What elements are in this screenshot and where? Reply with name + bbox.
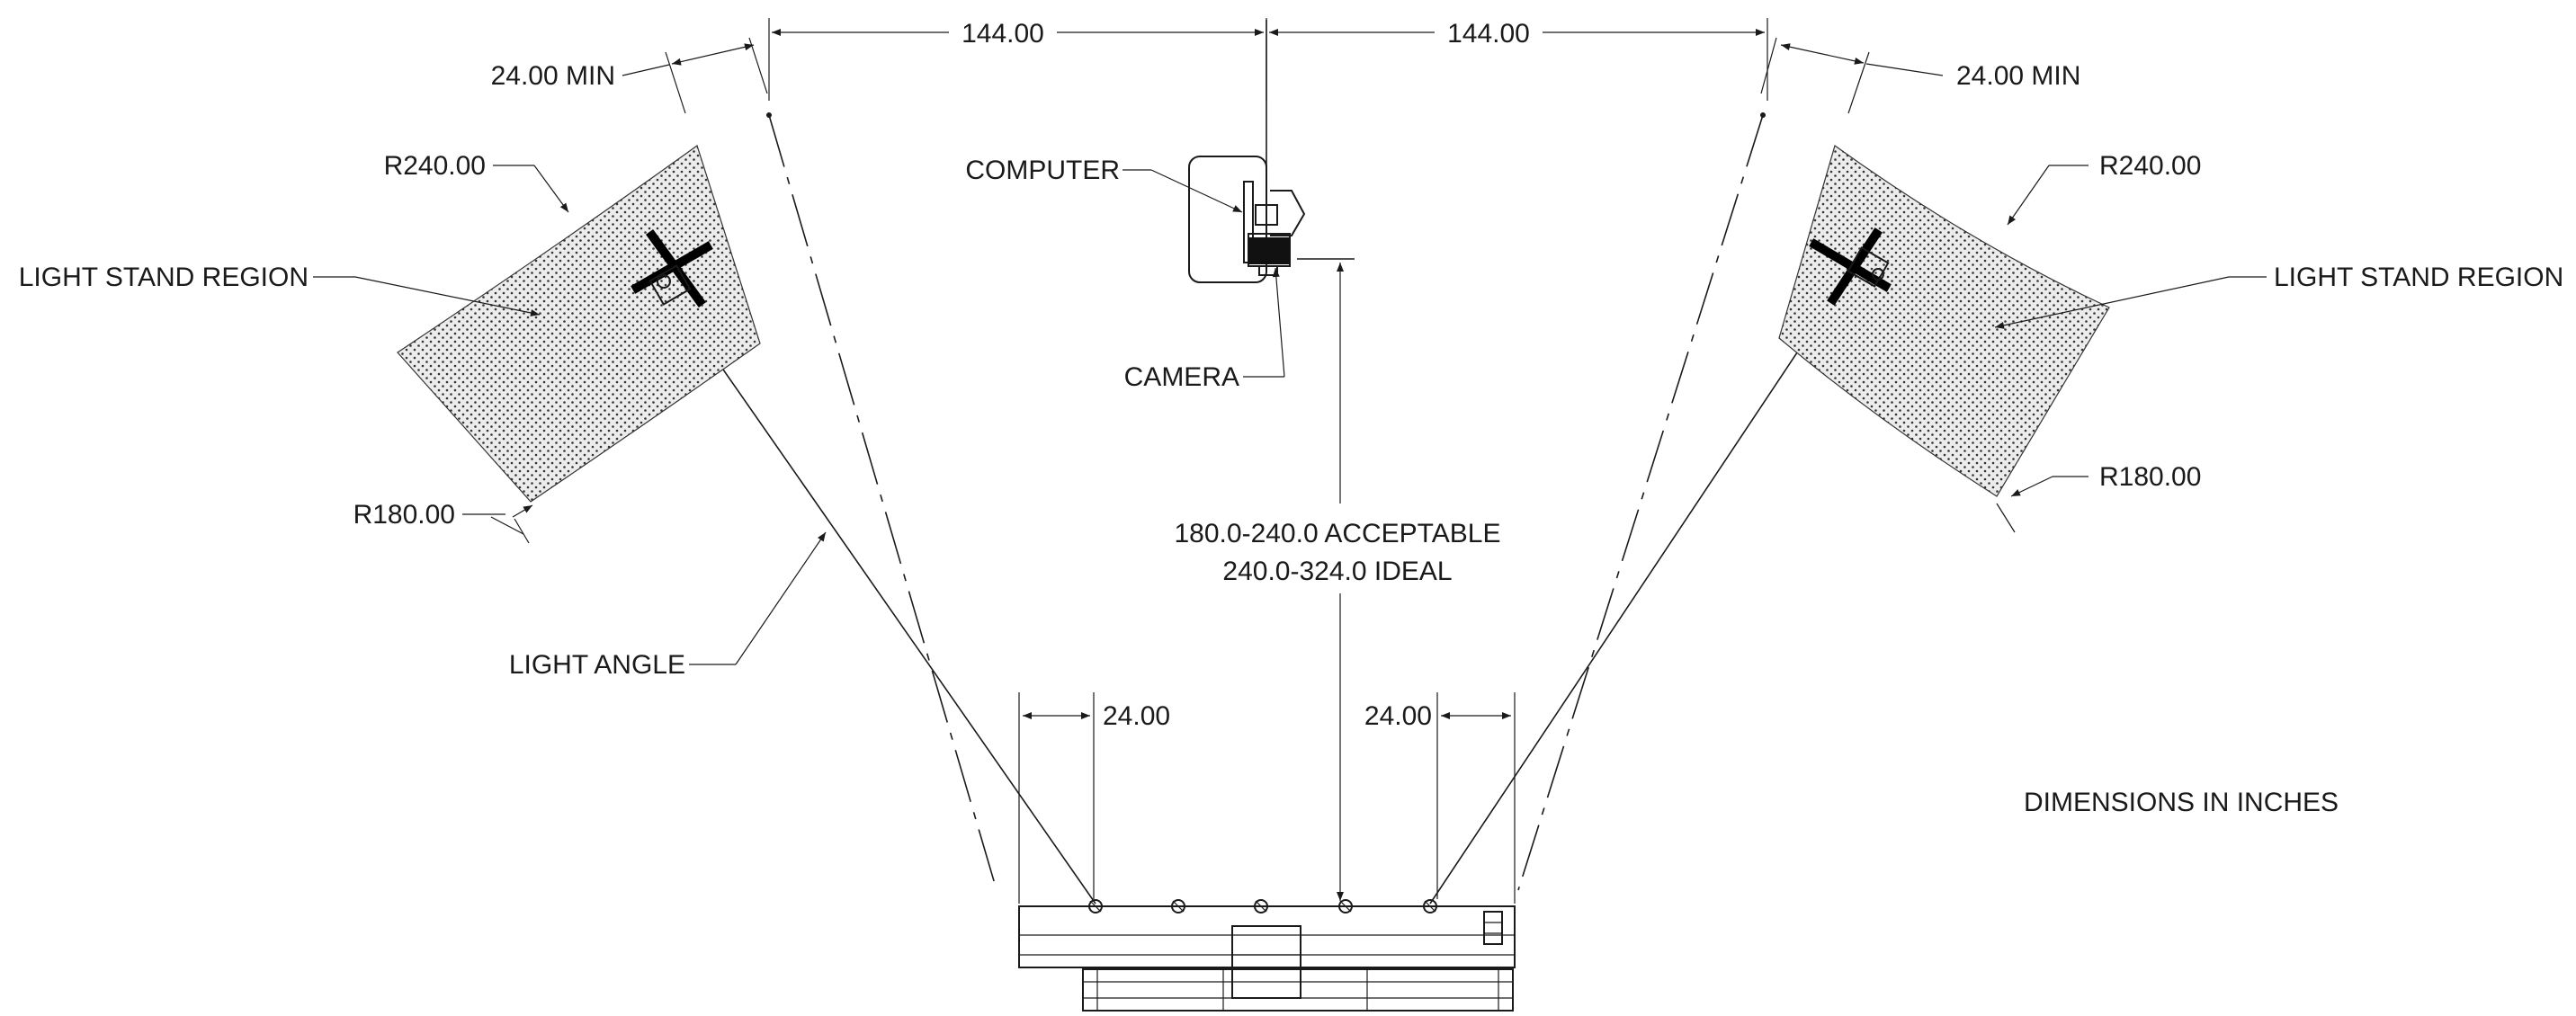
- dimension-144-left: 144.00: [768, 18, 1267, 101]
- region-right-label: LIGHT STAND REGION: [2274, 263, 2563, 292]
- r180-right-label: R180.00: [2099, 462, 2201, 492]
- light-stand-region-left: [397, 145, 761, 503]
- dim-144-right-label: 144.00: [1447, 19, 1530, 49]
- computer-callout: COMPUTER: [965, 156, 1243, 213]
- field-boundary-centerlines: [766, 112, 1766, 891]
- dim-24-right-label: 24.00: [1364, 701, 1432, 731]
- dimension-24-right: 24.00: [1364, 692, 1516, 904]
- light-stand-region-right: [1778, 145, 2110, 497]
- computer-camera-assembly: [1188, 20, 1355, 283]
- camera-label: CAMERA: [1124, 362, 1239, 392]
- region-right-annotations: R240.00 LIGHT STAND REGION R180.00: [1994, 151, 2563, 533]
- light-stand-right-icon: [1809, 227, 1892, 306]
- lamp-2: [1171, 899, 1185, 914]
- range-acceptable-label: 180.0-240.0 ACCEPTABLE: [1175, 519, 1501, 548]
- light-angle-lines: [666, 265, 1856, 905]
- min-left-label: 24.00 MIN: [491, 61, 615, 91]
- units-note: DIMENSIONS IN INCHES: [2024, 788, 2339, 817]
- dimension-24-min-left: 24.00 MIN: [491, 37, 768, 114]
- lamp-3: [1254, 899, 1268, 914]
- region-left-label: LIGHT STAND REGION: [19, 263, 309, 292]
- region-left-annotations: R240.00 LIGHT STAND REGION R180.00: [19, 151, 569, 544]
- lamp-5: [1423, 899, 1437, 914]
- camera-callout: CAMERA: [1124, 267, 1285, 392]
- dimension-24-min-right: 24.00 MIN: [1760, 37, 2080, 114]
- light-stand-left-icon: [631, 229, 713, 307]
- light-angle-label: LIGHT ANGLE: [509, 650, 685, 680]
- light-angle-callout: LIGHT ANGLE: [509, 531, 827, 680]
- range-ideal-label: 240.0-324.0 IDEAL: [1222, 557, 1452, 586]
- camera-distance-dimension: 180.0-240.0 ACCEPTABLE 240.0-324.0 IDEAL: [1175, 263, 1501, 901]
- dim-144-left-label: 144.00: [962, 19, 1044, 49]
- min-right-label: 24.00 MIN: [1956, 61, 2080, 91]
- r180-left-label: R180.00: [353, 500, 455, 530]
- lamp-4: [1338, 899, 1353, 914]
- dimension-144-right: 144.00: [1269, 18, 1768, 101]
- dim-24-left-label: 24.00: [1103, 701, 1170, 731]
- dimension-24-left: 24.00: [1018, 692, 1170, 904]
- r240-right-label: R240.00: [2099, 151, 2201, 181]
- machine-base: [1018, 905, 1516, 1012]
- lamp-positions: [1088, 899, 1437, 914]
- r240-left-label: R240.00: [384, 151, 486, 181]
- computer-label: COMPUTER: [965, 156, 1120, 185]
- lamp-1: [1088, 899, 1103, 914]
